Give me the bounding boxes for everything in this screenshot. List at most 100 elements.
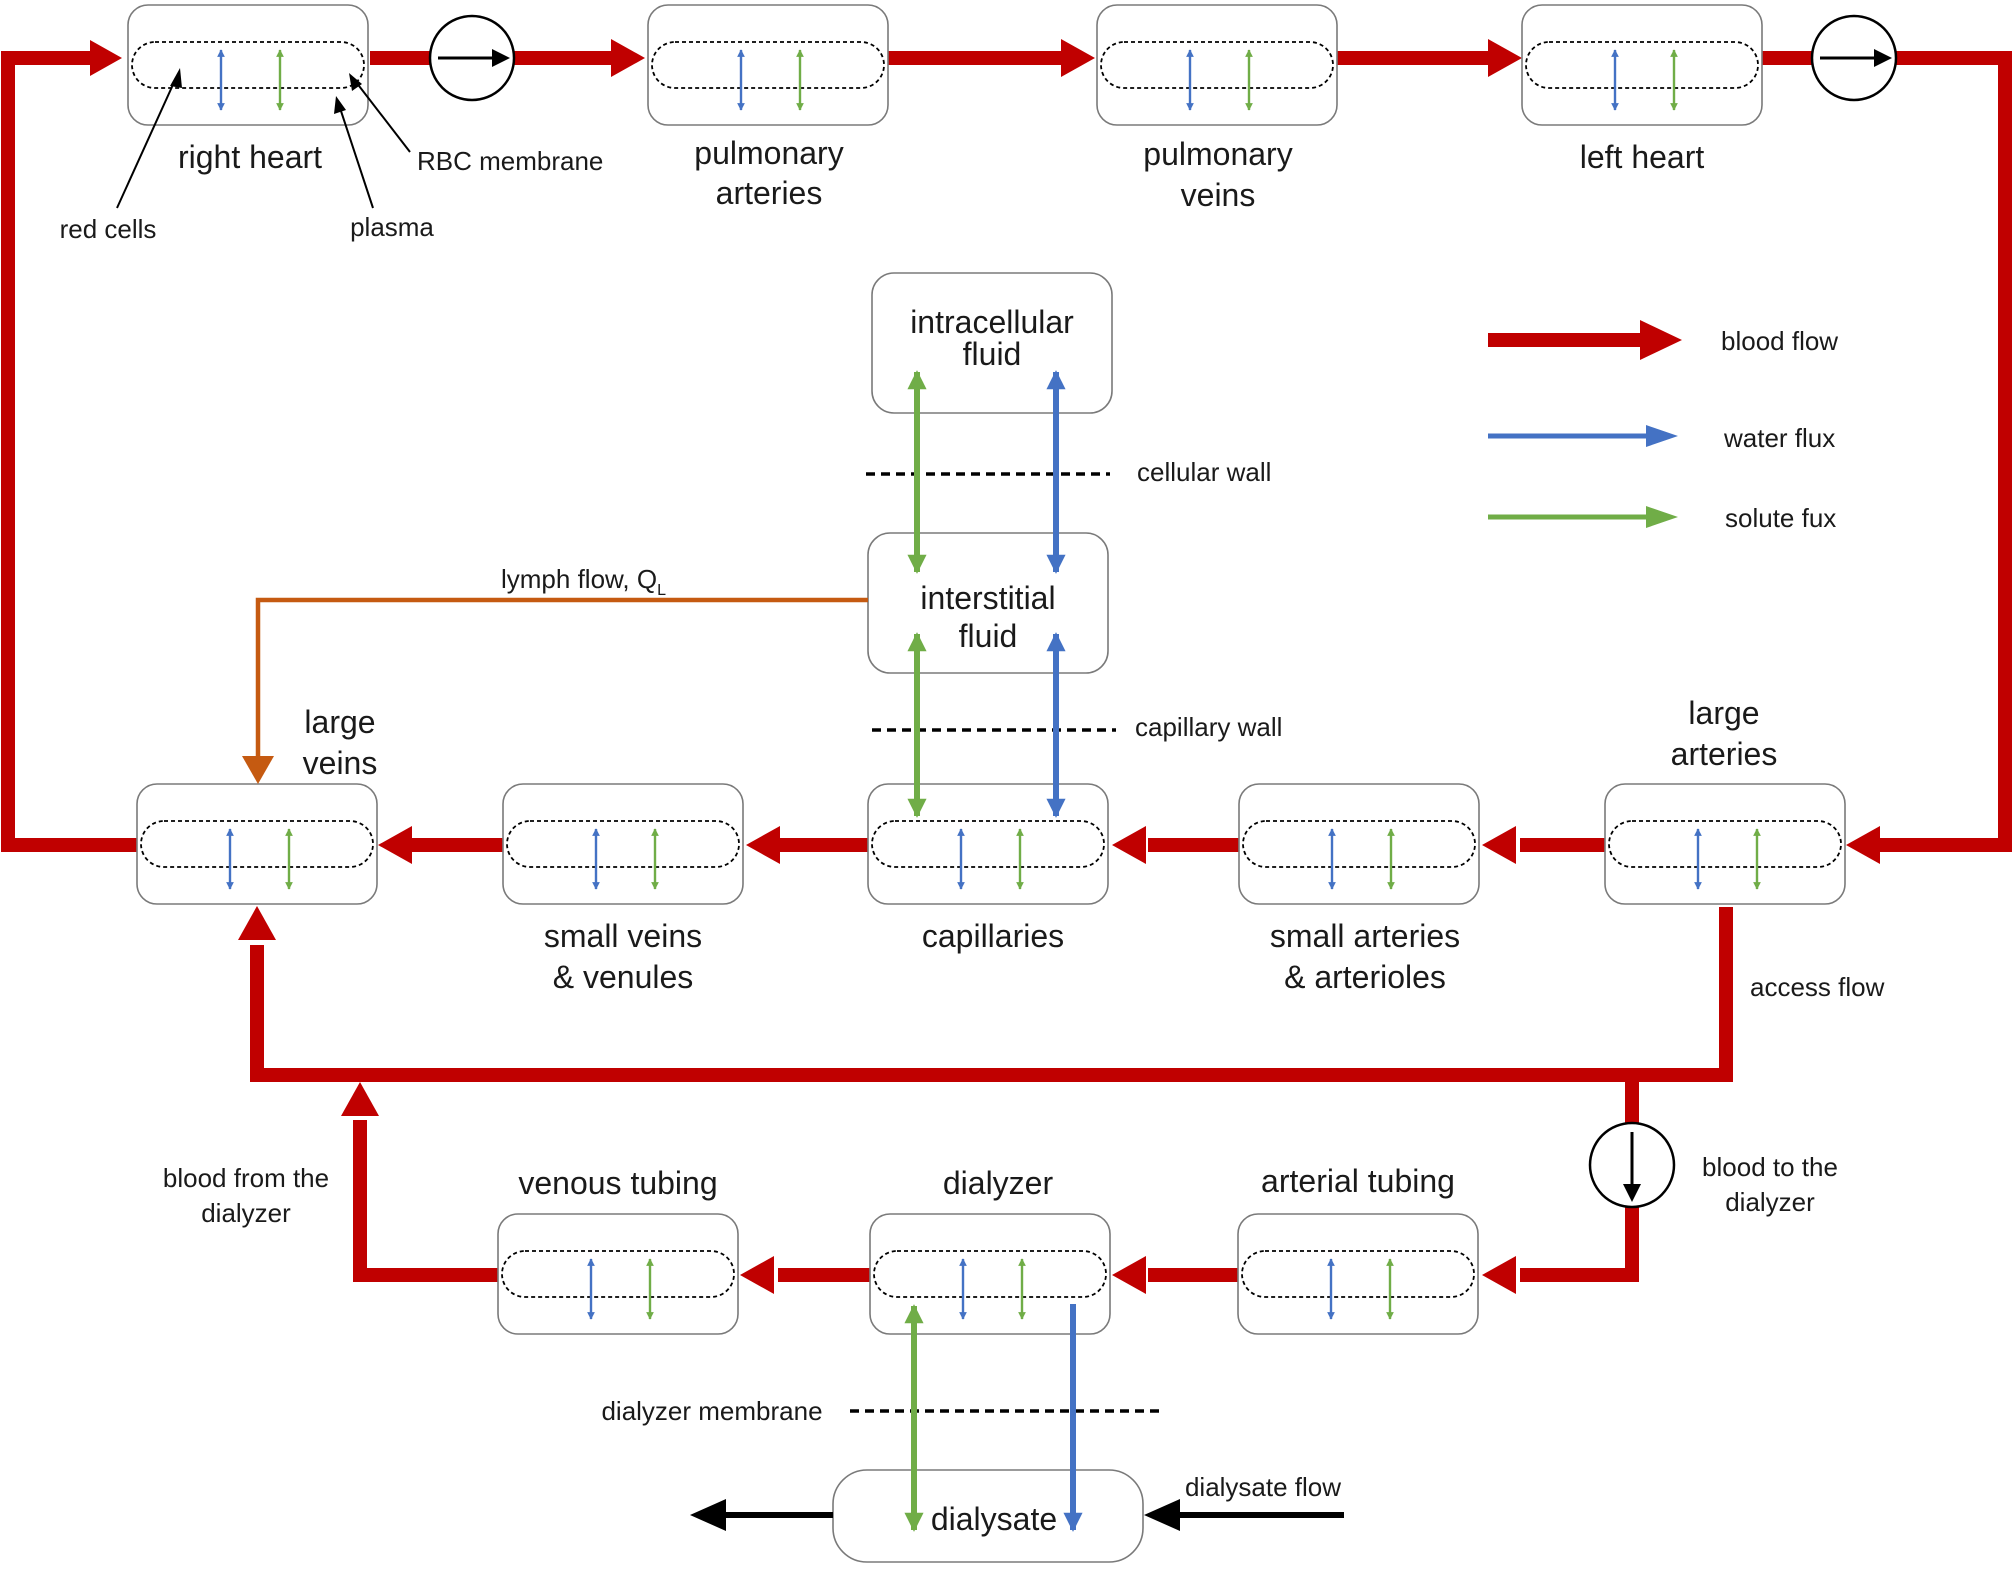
label-interstitial-2: fluid <box>959 618 1018 654</box>
rbc-membrane-outline <box>1242 820 1476 868</box>
legend-solute-flux-arrowhead <box>1646 506 1678 528</box>
compartment-large-arteries <box>1604 783 1846 905</box>
flow-arrowhead <box>746 826 780 864</box>
legend-blood-flow-label: blood flow <box>1721 326 1838 356</box>
label-arterial-tubing: arterial tubing <box>1261 1163 1455 1199</box>
lymph-arrowhead <box>242 756 274 784</box>
pump-icon <box>1588 1121 1676 1209</box>
label-small-veins-1: small veins <box>544 918 702 954</box>
compartment-box <box>1237 1213 1479 1335</box>
rbc-membrane-outline <box>1241 1250 1475 1298</box>
compartment-box <box>1096 4 1338 126</box>
flow-arrowhead <box>1112 1256 1146 1294</box>
label-red-cells: red cells <box>60 214 157 244</box>
rbc-membrane-outline <box>131 41 365 89</box>
compartment-box <box>127 4 369 126</box>
compartment-box <box>136 783 378 905</box>
label-blood-to-dialyzer-1: blood to the <box>1702 1152 1838 1182</box>
compartment-box <box>647 4 889 126</box>
label-venous-tubing: venous tubing <box>518 1165 717 1201</box>
label-capillary-wall: capillary wall <box>1135 712 1282 742</box>
flow-arrowhead <box>1488 39 1522 77</box>
label-small-veins-2: & venules <box>553 959 694 995</box>
label-dialysate-flow: dialysate flow <box>1185 1472 1341 1502</box>
lymph-flow-subscript: L <box>657 582 666 599</box>
pointer-arrowhead <box>170 68 182 88</box>
label-capillaries: capillaries <box>922 918 1064 954</box>
label-large-arteries-2: arteries <box>1671 736 1778 772</box>
flow-blood-from-dialyzer <box>353 1120 498 1282</box>
flow-arrowhead <box>1482 1256 1516 1294</box>
label-access-flow: access flow <box>1750 972 1885 1002</box>
label-pulmonary-arteries-1: pulmonary <box>694 135 843 171</box>
rbc-membrane-outline <box>140 820 374 868</box>
legend-blood-flow-arrowhead <box>1640 320 1682 360</box>
pump-icon <box>428 14 516 102</box>
compartment-pulmonary-arteries <box>647 4 889 126</box>
flow-right-loop <box>1870 51 2012 852</box>
compartment-arterial-tubing <box>1237 1213 1479 1335</box>
flow-left-loop <box>1 51 140 852</box>
label-cellular-wall: cellular wall <box>1137 457 1271 487</box>
rbc-membrane-outline <box>501 1250 735 1298</box>
rbc-membrane-outline <box>1608 820 1842 868</box>
rbc-membrane-outline <box>873 1250 1107 1298</box>
compartment-small-veins <box>502 783 744 905</box>
label-large-veins-2: veins <box>303 745 378 781</box>
compartments <box>127 4 1846 1335</box>
pointer-rbc-membrane <box>355 81 411 153</box>
label-pulmonary-arteries-2: arteries <box>716 175 823 211</box>
label-plasma: plasma <box>350 212 434 242</box>
label-small-arteries-2: & arterioles <box>1284 959 1446 995</box>
rbc-membrane-outline <box>506 820 740 868</box>
flow-arrowhead <box>1112 826 1146 864</box>
legend-water-flux-arrowhead <box>1646 425 1678 447</box>
legend: blood flow water flux solute fux <box>1488 320 1838 533</box>
compartment-box <box>869 1213 1111 1335</box>
flow-pump-to-arterial-tubing <box>1520 1205 1639 1282</box>
label-small-arteries-1: small arteries <box>1270 918 1460 954</box>
lymph-flow-line <box>255 597 868 758</box>
flow-arrowhead <box>238 906 276 940</box>
compartment-box <box>502 783 744 905</box>
label-large-veins-1: large <box>304 704 375 740</box>
compartment-pulmonary-veins <box>1096 4 1338 126</box>
compartment-labels: right heart pulmonary arteries pulmonary… <box>178 135 1777 1537</box>
compartment-dialyzer <box>869 1213 1111 1335</box>
label-pulmonary-veins-1: pulmonary <box>1143 136 1292 172</box>
compartment-left-heart <box>1521 4 1763 126</box>
rbc-membrane-outline <box>1100 41 1334 89</box>
compartment-box <box>1238 783 1480 905</box>
flow-arrowhead <box>1482 826 1516 864</box>
annotation-labels: red cells plasma RBC membrane cellular w… <box>60 146 1885 1502</box>
lymph-flow-text: lymph flow, Q <box>501 564 657 594</box>
label-interstitial-1: interstitial <box>920 580 1055 616</box>
flow-access-loop <box>250 907 1733 1082</box>
label-intracellular-1: intracellular <box>910 304 1074 340</box>
pointer-plasma <box>339 107 374 209</box>
flow-arrowhead <box>341 1082 379 1116</box>
flow-arrowhead <box>90 40 122 76</box>
flow-arrowhead <box>1061 39 1095 77</box>
compartment-small-arteries <box>1238 783 1480 905</box>
compartment-venous-tubing <box>497 1213 739 1335</box>
label-blood-to-dialyzer-2: dialyzer <box>1725 1187 1815 1217</box>
rbc-membrane-outline <box>871 820 1105 868</box>
pump-icon <box>1810 14 1898 102</box>
legend-water-flux-label: water flux <box>1723 423 1835 453</box>
label-blood-from-dialyzer-1: blood from the <box>163 1163 329 1193</box>
flow-arrowhead <box>740 1256 774 1294</box>
label-left-heart: left heart <box>1580 139 1705 175</box>
dialysate-inflow-arrowhead <box>1144 1499 1180 1531</box>
compartment-box <box>1604 783 1846 905</box>
label-pulmonary-veins-2: veins <box>1181 177 1256 213</box>
legend-solute-flux-label: solute fux <box>1725 503 1836 533</box>
compartment-box <box>497 1213 739 1335</box>
compartment-capillaries <box>867 783 1109 905</box>
large-flux-arrows <box>904 370 1083 1532</box>
compartment-large-veins <box>136 783 378 905</box>
compartment-right-heart <box>127 4 369 126</box>
label-dialysate: dialysate <box>931 1501 1057 1537</box>
flow-arrowhead <box>611 39 645 77</box>
